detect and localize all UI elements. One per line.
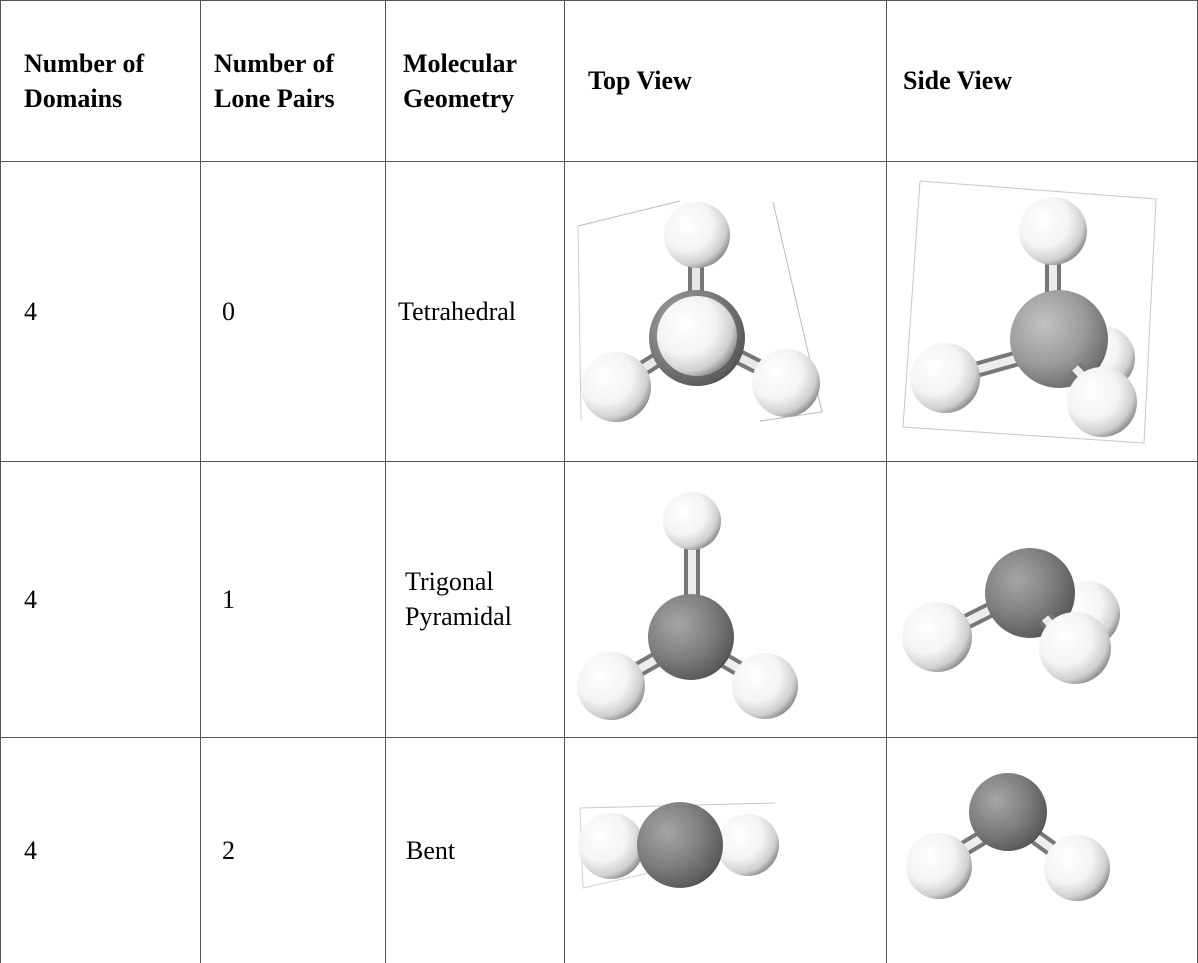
row-divider bbox=[0, 461, 1198, 462]
col-divider bbox=[564, 0, 565, 963]
header-top-view: Top View bbox=[588, 66, 692, 95]
bent-side-view bbox=[906, 773, 1110, 901]
row-2-geometry: Bent bbox=[406, 835, 456, 865]
header-side-view: Side View bbox=[903, 66, 1013, 95]
row-1-lone-pairs: 1 bbox=[222, 584, 235, 614]
tetrahedral-top-view bbox=[577, 200, 823, 422]
col-divider bbox=[886, 0, 887, 963]
row-0-geometry: Tetrahedral bbox=[398, 296, 516, 326]
col-divider bbox=[0, 0, 1, 963]
row-0-domains: 4 bbox=[24, 296, 37, 326]
row-0-lone-pairs: 0 bbox=[222, 296, 235, 326]
row-2-lone-pairs: 2 bbox=[222, 835, 235, 865]
header-number-of-lone-pairs: Number of Lone Pairs bbox=[214, 48, 335, 113]
trigonal-pyramidal-top-view bbox=[577, 492, 798, 720]
bent-top-view bbox=[578, 802, 779, 889]
trigonal-pyramidal-side-view bbox=[902, 548, 1120, 684]
tetrahedral-side-view bbox=[902, 180, 1157, 444]
header-molecular-geometry: Molecular Geometry bbox=[403, 48, 517, 113]
row-divider bbox=[0, 161, 1198, 162]
row-1-domains: 4 bbox=[24, 584, 37, 614]
row-divider bbox=[0, 737, 1198, 738]
col-divider bbox=[385, 0, 386, 963]
table-border-top bbox=[0, 0, 1198, 1]
row-2-domains: 4 bbox=[24, 835, 37, 865]
col-divider bbox=[200, 0, 201, 963]
header-number-of-domains: Number of Domains bbox=[24, 48, 145, 113]
row-1-geometry: Trigonal Pyramidal bbox=[405, 567, 512, 631]
